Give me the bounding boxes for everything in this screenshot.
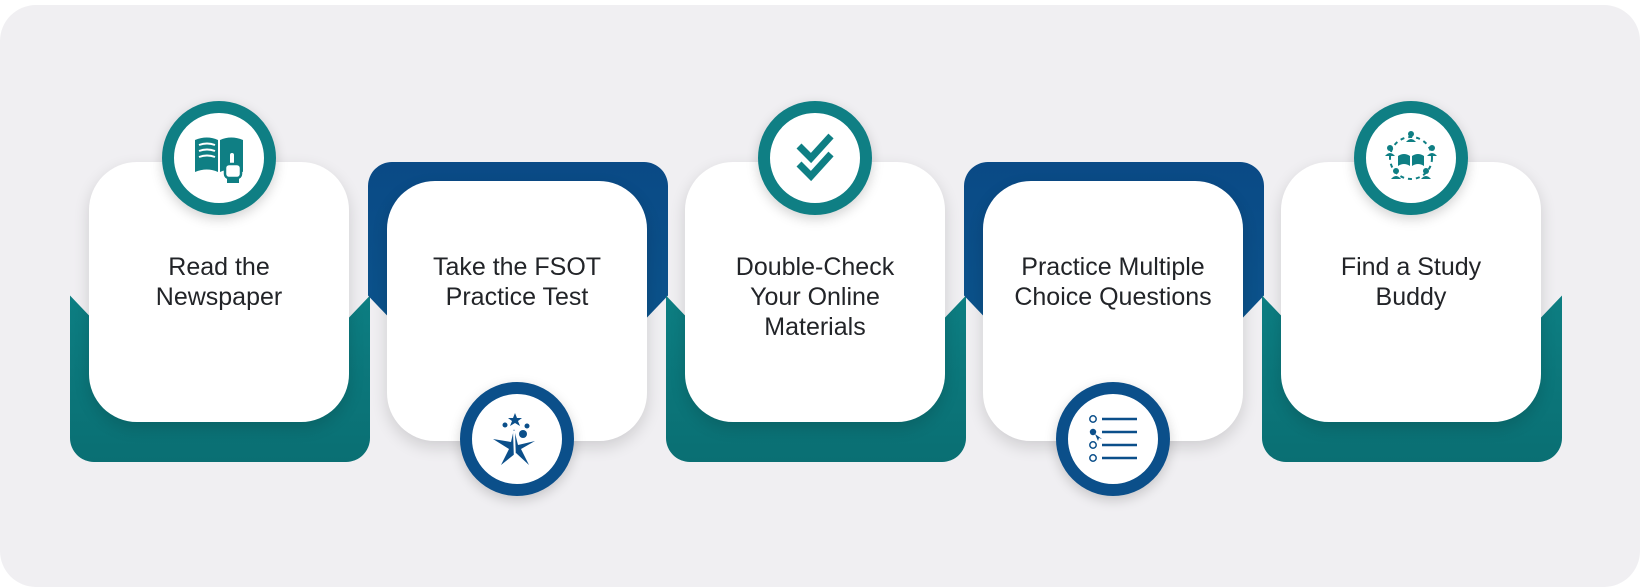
step-label-line: Buddy (1375, 283, 1447, 311)
step-card: Take the FSOT Practice Test (387, 181, 647, 441)
open-book-hand-icon (162, 101, 276, 215)
step-label-line: Your Online (750, 283, 880, 311)
step-label: Read the Newspaper (89, 252, 349, 312)
step-label-line: Choice Questions (1014, 283, 1212, 311)
step-label: Practice Multiple Choice Questions (983, 252, 1243, 312)
study-group-icon (1354, 101, 1468, 215)
step-label-line: Take the FSOT (432, 253, 602, 281)
step-take-fsot-practice-test: Take the FSOT Practice Test (368, 162, 668, 462)
step-label: Find a Study Buddy (1281, 252, 1541, 312)
step-label-line: Find a Study (1340, 253, 1482, 281)
multiple-choice-list-icon (1056, 382, 1170, 496)
diagram-panel: Read the Newspaper Take the FSOT Practic… (0, 5, 1640, 587)
step-label-line: Read the (168, 253, 270, 281)
step-label-line: Newspaper (155, 283, 283, 311)
star-person-icon (460, 382, 574, 496)
double-check-icon (758, 101, 872, 215)
step-label: Double-Check Your Online Materials (685, 252, 945, 342)
step-label-line: Materials (764, 313, 866, 341)
step-label-line: Practice Test (445, 283, 589, 311)
step-label-line: Practice Multiple (1021, 253, 1205, 281)
step-double-check-materials: Double-Check Your Online Materials (666, 162, 966, 462)
step-label-line: Double-Check (735, 253, 895, 281)
step-label: Take the FSOT Practice Test (387, 252, 647, 312)
